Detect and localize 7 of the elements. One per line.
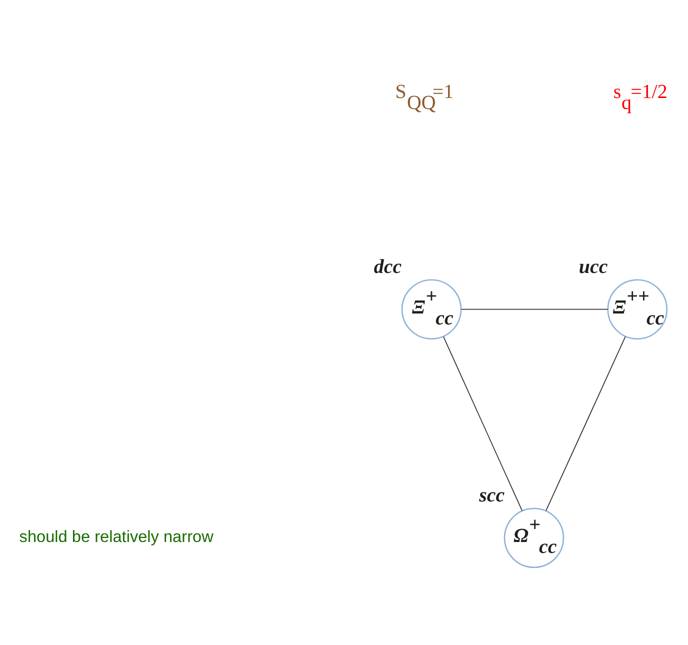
connector xyxy=(546,336,626,512)
connector xyxy=(443,336,523,512)
node-label: ucc xyxy=(578,256,608,278)
node-label: scc xyxy=(479,484,505,507)
label: should be relatively narrow xyxy=(19,528,214,546)
connector xyxy=(460,308,608,310)
node-label: dcc xyxy=(374,256,402,278)
